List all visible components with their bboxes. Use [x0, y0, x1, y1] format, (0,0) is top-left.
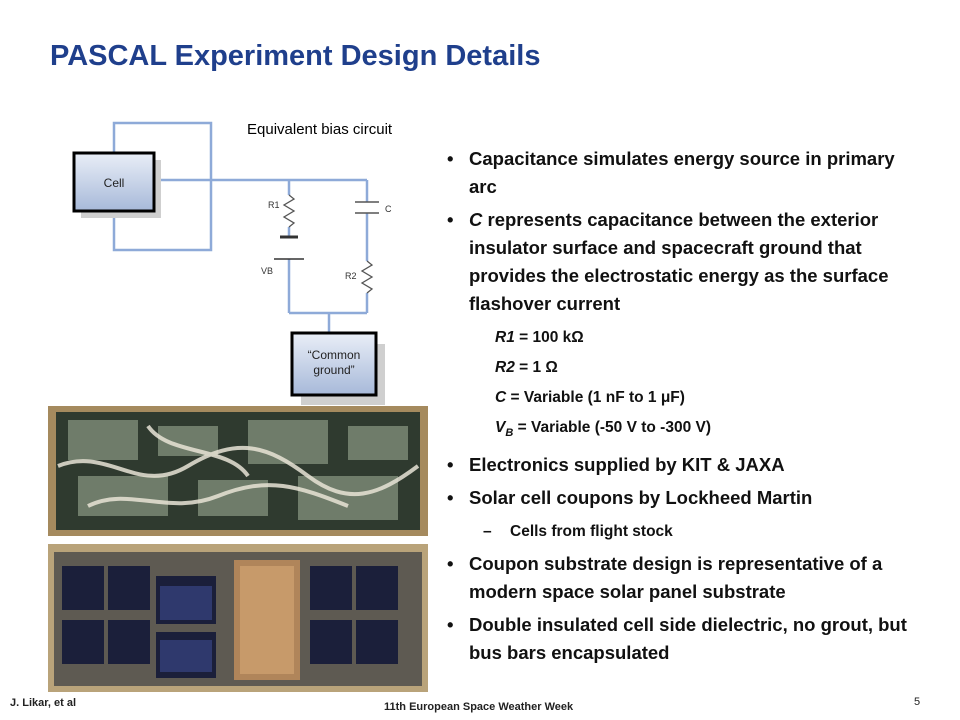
hardware-photo — [48, 406, 428, 692]
bullet-italic-c: C — [469, 209, 483, 230]
bullet-icon: • — [447, 487, 454, 509]
bullet-icon: • — [447, 209, 454, 230]
common-ground-box — [290, 331, 378, 397]
bullet-solar-cell: • Solar cell coupons by Lockheed Martin — [443, 484, 913, 512]
vb-label: VB — [261, 266, 273, 276]
r2-label: R2 — [345, 271, 357, 281]
page-number: 5 — [914, 696, 921, 708]
r2-resistor — [360, 260, 374, 294]
param-vb: VB = Variable (-50 V to -300 V) — [495, 419, 712, 440]
bullet-text: Double insulated cell side dielectric, n… — [469, 614, 907, 664]
bias-circuit-diagram: Cell “Common ground” R1 C R2 VB — [72, 121, 392, 405]
bullet-text: Capacitance simulates energy source in p… — [469, 148, 895, 197]
battery-symbol — [274, 235, 304, 260]
sub-bullet-flight-stock: – Cells from flight stock — [443, 517, 913, 547]
param-r2: R2 = 1 Ω — [495, 359, 558, 376]
bullet-capacitance: • Capacitance simulates energy source in… — [443, 145, 913, 201]
bullet-icon: • — [447, 553, 454, 575]
dash-icon: – — [483, 523, 492, 541]
sub-bullet-text: Cells from flight stock — [510, 523, 673, 541]
bullet-substrate: • Coupon substrate design is representat… — [443, 550, 913, 606]
bullet-list: • Capacitance simulates energy source in… — [443, 145, 913, 672]
ground-label-line2: ground” — [313, 363, 354, 377]
r1-label: R1 — [268, 200, 280, 210]
capacitor-symbol — [355, 201, 379, 214]
c-label: C — [385, 204, 392, 214]
bullet-electronics: • Electronics supplied by KIT & JAXA — [443, 451, 913, 479]
r1-resistor — [282, 194, 296, 228]
bullet-text: Coupon substrate design is representativ… — [469, 553, 883, 603]
ground-label-line1: “Common — [308, 348, 361, 362]
bullet-icon: • — [447, 454, 454, 476]
bullet-c-represents: • C represents capacitance between the e… — [443, 206, 913, 318]
bullet-insulated: • Double insulated cell side dielectric,… — [443, 611, 913, 667]
bullet-icon: • — [447, 614, 454, 636]
circuit-wires — [112, 121, 369, 333]
circuit-label: Equivalent bias circuit — [247, 121, 393, 138]
bullet-text: Electronics supplied by KIT & JAXA — [469, 454, 785, 476]
bullet-icon: • — [447, 148, 454, 169]
cell-label: Cell — [104, 176, 125, 190]
param-c: C = Variable (1 nF to 1 μF) — [495, 389, 685, 406]
bullet-text: represents capacitance between the exter… — [469, 209, 889, 314]
footer-event: 11th European Space Weather Week — [384, 701, 574, 713]
footer-author: J. Likar, et al — [10, 697, 77, 709]
param-r1: R1 = 100 kΩ — [495, 329, 584, 346]
slide-title: PASCAL Experiment Design Details — [50, 40, 541, 72]
bullet-text: Solar cell coupons by Lockheed Martin — [469, 487, 813, 509]
cell-box — [72, 151, 156, 213]
